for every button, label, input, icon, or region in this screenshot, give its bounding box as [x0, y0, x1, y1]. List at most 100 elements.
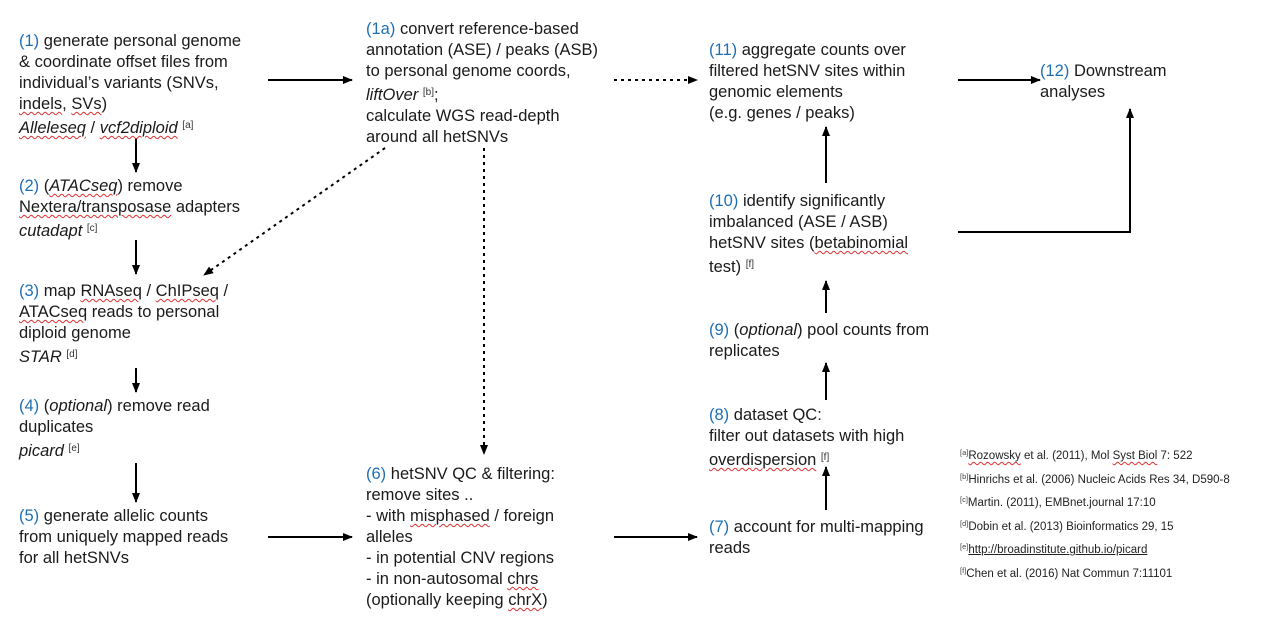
step-text: ( — [43, 177, 50, 195]
step-6-box: (6) hetSNV QC & filtering: remove sites … — [366, 464, 555, 611]
tool-name: STAR — [19, 348, 62, 366]
reference-text: et al. (2011), Mol — [1020, 450, 1113, 462]
step-number: (8) — [709, 406, 730, 424]
step-text: duplicates — [19, 418, 94, 436]
step-text: remove sites .. — [366, 486, 474, 504]
reference-text: 7: 522 — [1157, 450, 1193, 462]
tool-name: Alleleseq — [19, 119, 86, 137]
step-text: Downstream — [1073, 62, 1167, 80]
reference-marker: [b] — [422, 87, 434, 98]
step-11-box: (11) aggregate counts over filtered hetS… — [709, 40, 906, 124]
step-text: ) pool counts from — [797, 321, 930, 339]
step-text: RNAseq — [80, 282, 142, 300]
step-number: (1a) — [366, 20, 396, 38]
step-text: ATACseq — [49, 177, 118, 195]
reference-item: [b]Hinrichs et al. (2006) Nucleic Acids … — [960, 467, 1230, 491]
reference-tag: [c] — [960, 495, 968, 505]
step-text: calculate WGS read-depth — [366, 107, 560, 125]
step-text: diploid genome — [19, 324, 131, 342]
step-text: ) — [101, 95, 108, 113]
step-text: analyses — [1040, 83, 1106, 101]
reference-tag: [d] — [960, 518, 969, 528]
step-text: ATACseq — [19, 303, 88, 321]
step-text: imbalanced (ASE / ASB) — [709, 213, 888, 231]
step-text: - in potential CNV regions — [366, 549, 555, 567]
step-number: (9) — [709, 321, 730, 339]
step-text: convert reference-based — [399, 20, 579, 38]
reference-text: Martin. (2011), EMBnet.journal 17:10 — [967, 497, 1156, 510]
step-text: generate personal genome — [43, 32, 241, 50]
step-text: Nextera/transposase — [19, 198, 172, 216]
reference-item: [e]http://broadinstitute.github.io/picar… — [960, 537, 1230, 561]
step-3-box: (3) map RNAseq / ChIPseq / ATACseq reads… — [19, 281, 228, 368]
reference-tag: [b] — [960, 471, 969, 481]
step-text: indels — [19, 95, 63, 113]
step-text: ) — [542, 591, 548, 609]
step-text: & coordinate offset files from — [19, 53, 228, 71]
arrow-1a-to-3 — [203, 147, 386, 276]
tool-name: cutadapt — [19, 222, 83, 240]
tool-name: vcf2diploid — [99, 119, 178, 137]
step-10-box: (10) identify significantly imbalanced (… — [709, 191, 908, 278]
step-text: test) — [709, 258, 742, 276]
reference-text: Hinrichs et al. (2006) Nucleic Acids Res… — [968, 473, 1230, 486]
reference-item: [f]Chen et al. (2016) Nat Commun 7:11101 — [960, 561, 1230, 585]
reference-text: Syst Biol — [1112, 450, 1158, 462]
step-number: (5) — [19, 507, 40, 525]
step-number: (4) — [19, 397, 40, 415]
step-2-box: (2) (ATACseq) remove Nextera/transposase… — [19, 176, 240, 242]
step-text: reads to personal — [87, 303, 220, 321]
tool-name: liftOver — [366, 86, 419, 104]
step-text: genomic elements — [709, 83, 843, 101]
step-text: annotation (ASE) / peaks (ASB) — [366, 41, 599, 59]
step-number: (12) — [1040, 62, 1070, 80]
step-number: (1) — [19, 32, 40, 50]
reference-text: Chen et al. (2016) Nat Commun 7:11101 — [966, 567, 1173, 580]
step-number: (7) — [709, 518, 730, 536]
step-1a-box: (1a) convert reference-based annotation … — [366, 19, 598, 148]
reference-tag: [f] — [960, 565, 967, 575]
reference-item: [c]Martin. (2011), EMBnet.journal 17:10 — [960, 490, 1230, 514]
step-text: adapters — [171, 198, 241, 216]
step-text: - in non-autosomal — [366, 570, 508, 588]
reference-item: [d]Dobin et al. (2013) Bioinformatics 29… — [960, 514, 1230, 538]
step-text: chrX — [508, 591, 543, 609]
step-text: for all hetSNVs — [19, 549, 130, 567]
step-text: chrs — [507, 570, 539, 588]
step-text: identify significantly — [742, 192, 886, 210]
step-text: around all hetSNVs — [366, 128, 509, 146]
step-text: ) remove — [117, 177, 183, 195]
step-text: ChIPseq — [155, 282, 219, 300]
step-text: (optionally keeping — [366, 591, 509, 609]
step-text: to personal genome coords, — [366, 62, 571, 80]
step-number: (6) — [366, 465, 387, 483]
reference-marker: [e] — [68, 443, 80, 454]
step-text: map — [43, 282, 81, 300]
step-text: SVs — [71, 95, 102, 113]
reference-marker: [f] — [745, 259, 755, 270]
step-text: alleles — [366, 528, 413, 546]
step-text: replicates — [709, 342, 780, 360]
reference-link[interactable]: http://broadinstitute.github.io/picard — [968, 544, 1148, 557]
step-8-box: (8) dataset QC: filter out datasets with… — [709, 405, 904, 471]
reference-tag: [a] — [960, 448, 969, 457]
step-text: filtered hetSNV sites within — [709, 62, 906, 80]
reference-text: Rozowsky — [968, 450, 1021, 462]
reference-marker: [c] — [86, 223, 98, 234]
reference-text: Dobin et al. (2013) Bioinformatics 29, 1… — [968, 520, 1174, 533]
tool-name: picard — [19, 442, 64, 460]
step-text: / — [218, 282, 229, 300]
step-9-box: (9) (optional) pool counts from replicat… — [709, 320, 929, 362]
step-text: optional — [739, 321, 798, 339]
step-5-box: (5) generate allelic counts from uniquel… — [19, 506, 228, 569]
step-text: individual’s variants (SNVs, — [19, 74, 219, 92]
step-text: hetSNV sites ( — [709, 234, 815, 252]
step-text: account for multi-mapping — [733, 518, 924, 536]
step-text: betabinomial — [814, 234, 909, 252]
step-text: (e.g. genes / peaks) — [709, 104, 855, 122]
step-text: , — [62, 95, 67, 113]
step-text: misphased — [410, 507, 490, 525]
reference-marker: [d] — [66, 349, 78, 360]
reference-marker: [a] — [182, 120, 194, 131]
